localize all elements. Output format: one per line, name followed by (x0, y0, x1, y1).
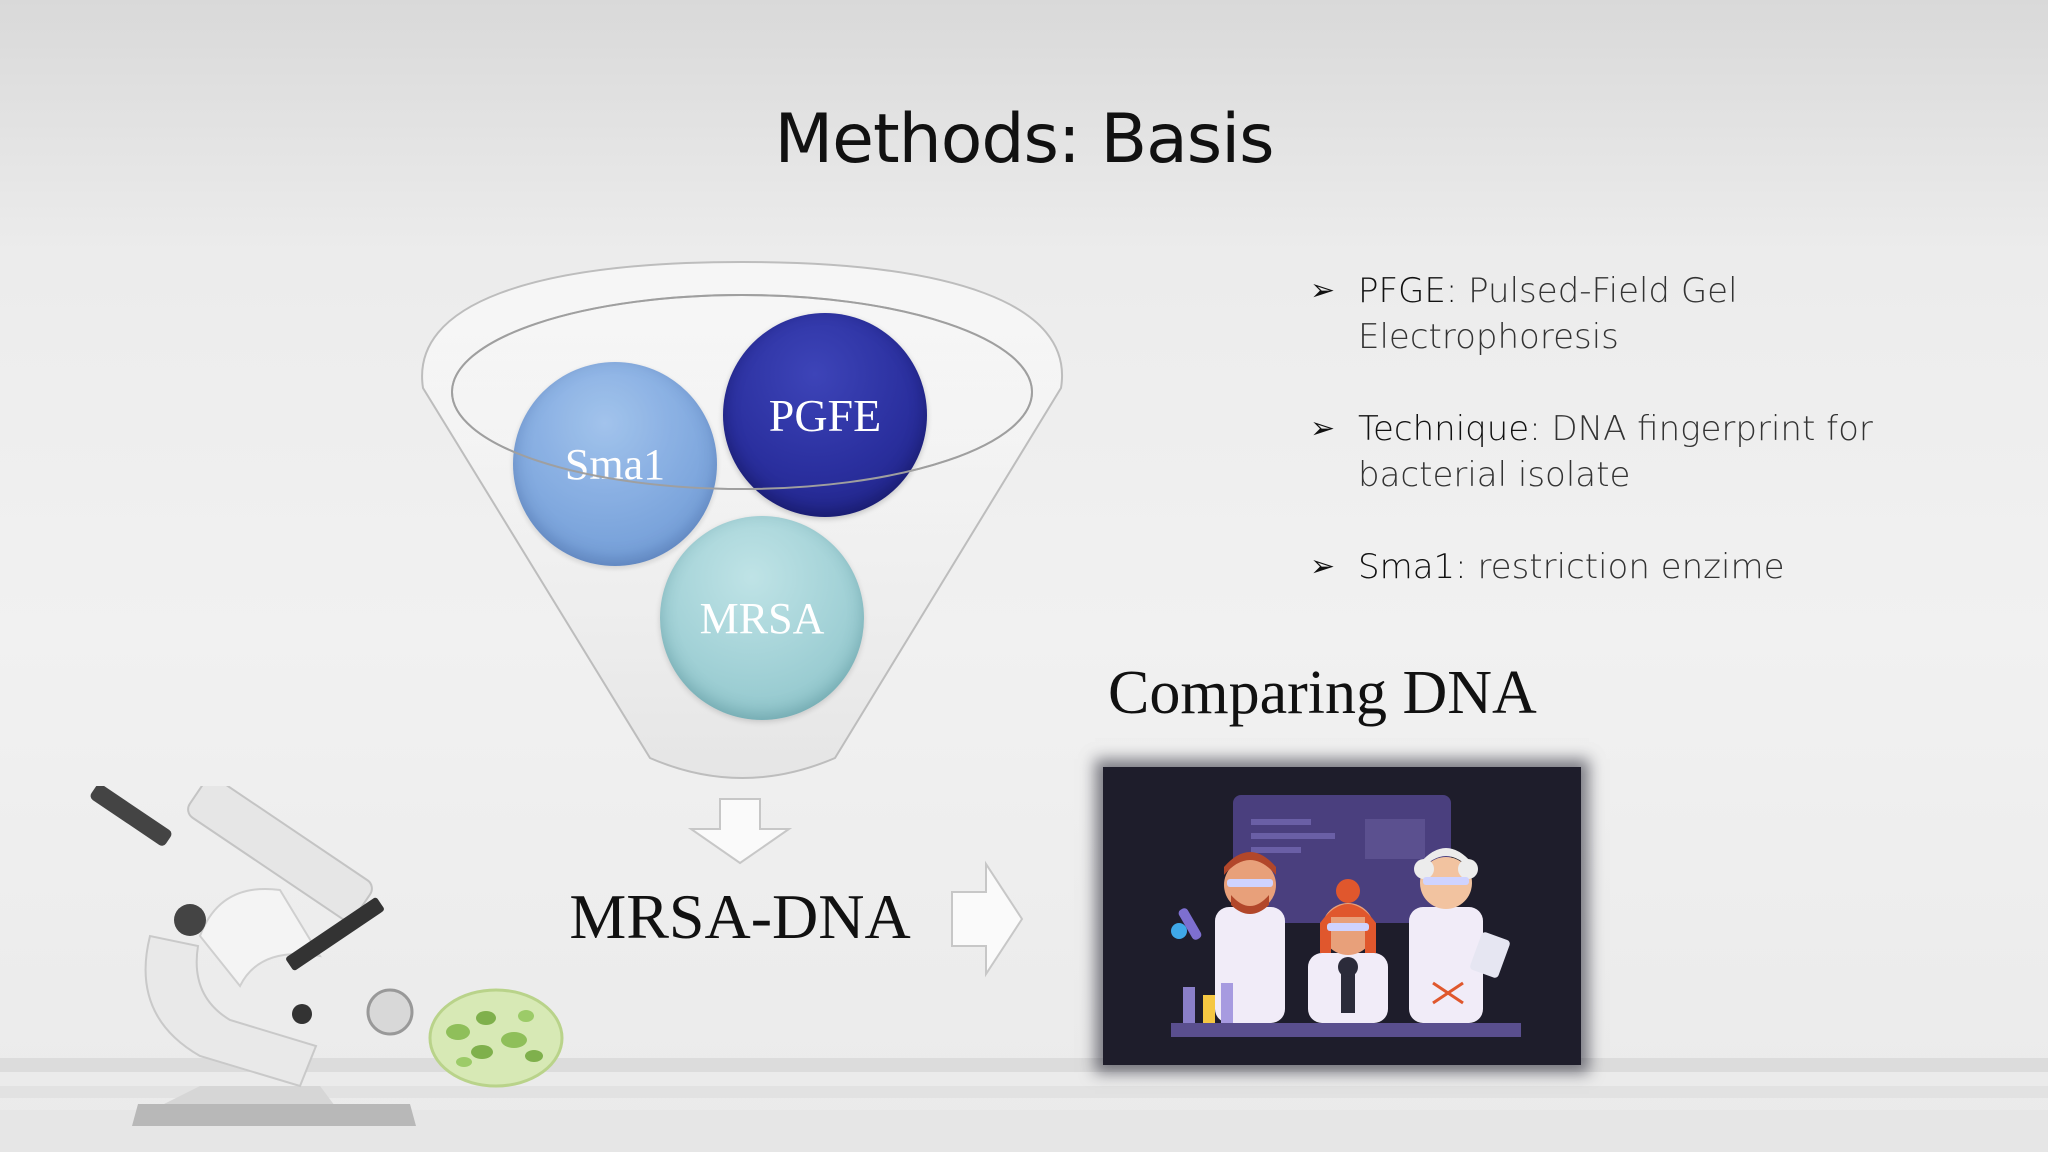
scientists-illustration (1171, 795, 1521, 1037)
sma1-label: Sma1 (564, 439, 666, 489)
bullet-item: ➢ Sma1: restriction enzime (1310, 544, 1910, 590)
bullet-term: PFGE: (1358, 271, 1458, 311)
bullet-item: ➢ PFGE: Pulsed-Field Gel Electrophoresis (1310, 268, 1910, 360)
bullet-item: ➢ Technique: DNA fingerprint for bacteri… (1310, 406, 1910, 498)
bullet-list: ➢ PFGE: Pulsed-Field Gel Electrophoresis… (1310, 268, 1910, 636)
bullet-text: Pulsed-Field Gel Electrophoresis (1358, 271, 1738, 357)
funnel-rim (451, 294, 1033, 490)
arrowhead-bullet-icon: ➢ (1310, 273, 1336, 308)
mrsa-circle: MRSA (660, 516, 864, 720)
pgfe-label: PGFE (768, 389, 882, 441)
floor-stripe (0, 1086, 2048, 1098)
slide-title: Methods: Basis (774, 100, 1274, 179)
mrsa-label: MRSA (699, 593, 825, 643)
scientists-lab-image (1103, 767, 1581, 1065)
microscope-image (90, 786, 416, 1126)
petri-dish-image (428, 988, 564, 1088)
bullet-text: DNA fingerprint for bacterial isolate (1358, 409, 1873, 495)
right-arrow-icon (951, 860, 1024, 978)
bullet-term: Sma1: (1358, 547, 1467, 587)
bullet-text: restriction enzime (1477, 547, 1785, 587)
pgfe-circle: PGFE (723, 313, 927, 517)
arrowhead-bullet-icon: ➢ (1310, 549, 1336, 584)
down-arrow-icon (687, 798, 793, 865)
arrowhead-bullet-icon: ➢ (1310, 411, 1336, 446)
bullet-term: Technique: (1358, 409, 1541, 449)
comparing-dna-label: Comparing DNA (1108, 659, 1537, 727)
mrsa-dna-label: MRSA-DNA (569, 881, 911, 952)
